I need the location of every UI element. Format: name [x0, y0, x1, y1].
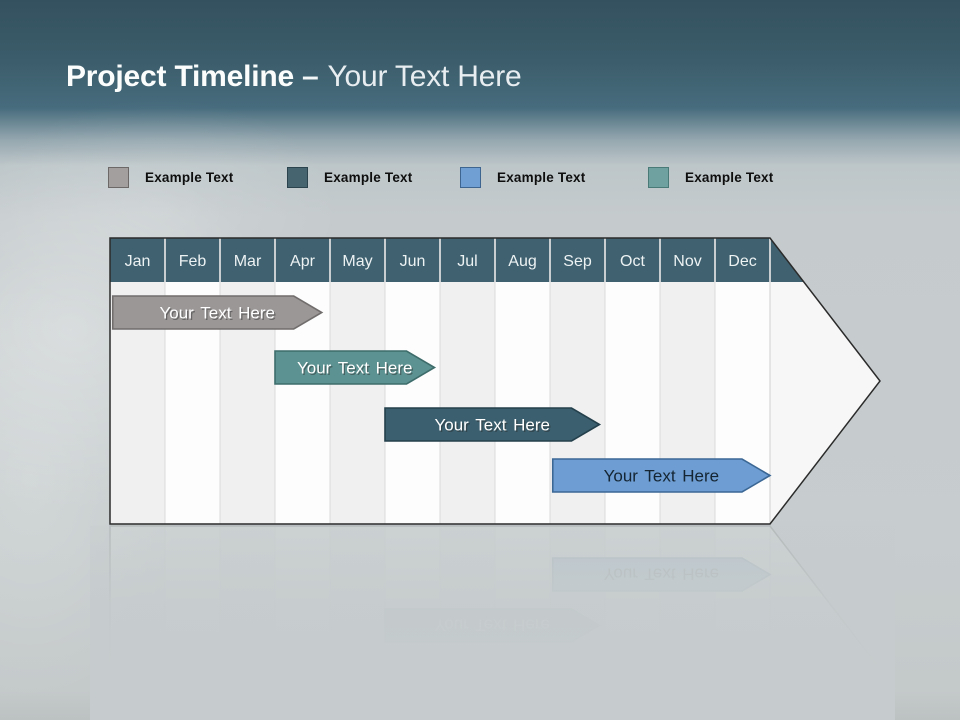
month-label: Nov — [673, 253, 701, 270]
legend-swatch — [648, 167, 669, 188]
slide-title-separator: – — [302, 60, 319, 93]
month-label: Feb — [179, 253, 207, 270]
slide-title: Project Timeline–Your Text Here — [66, 59, 522, 95]
month-label: Jan — [125, 253, 151, 270]
month-column-stripe — [385, 282, 440, 524]
month-label: Dec — [728, 253, 756, 270]
timeline-bar-label[interactable]: Your Text Here — [434, 416, 550, 435]
month-column-stripe — [440, 282, 495, 524]
legend-item[interactable]: Example Text — [460, 167, 585, 188]
month-column-stripe — [495, 282, 550, 524]
month-header-row: Jan Feb Mar Apr May Jun Jul Aug Sep Oct … — [125, 253, 757, 270]
legend-swatch — [287, 167, 308, 188]
month-column-stripe — [330, 282, 385, 524]
month-header-band — [110, 238, 804, 282]
timeline-bar-label[interactable]: Your Text Here — [297, 359, 413, 378]
timeline-bar-label[interactable]: Your Text Here — [159, 304, 275, 323]
slide-title-bold: Project Timeline — [66, 60, 294, 93]
timeline-bar-label[interactable]: Your Text Here — [604, 467, 720, 486]
month-label: Sep — [563, 253, 592, 270]
timeline-bar-label-shadow: Your Text Here — [161, 305, 277, 324]
timeline-shapes — [109, 237, 881, 525]
legend-label: Example Text — [685, 170, 774, 185]
month-label: Jun — [400, 253, 426, 270]
month-label: Jul — [457, 253, 477, 270]
timeline-bar[interactable] — [111, 295, 324, 330]
reflection-fade — [90, 525, 895, 720]
month-label: May — [342, 253, 372, 270]
timeline-bar[interactable] — [384, 407, 602, 442]
timeline-body: Jan Feb Mar Apr May Jun Jul Aug Sep Oct … — [109, 237, 881, 525]
month-label: Oct — [620, 253, 645, 270]
legend-swatch — [460, 167, 481, 188]
slide-title-placeholder[interactable]: Your Text Here — [327, 60, 522, 93]
month-label: Mar — [234, 253, 262, 270]
timeline-bar-label-shadow: Your Text Here — [436, 417, 552, 436]
legend-label: Example Text — [324, 170, 413, 185]
month-label: Aug — [508, 253, 536, 270]
timeline-arrow-outline — [109, 237, 881, 525]
month-label: Apr — [290, 253, 316, 270]
legend-item[interactable]: Example Text — [648, 167, 773, 188]
timeline-bar[interactable] — [551, 458, 772, 493]
legend-item[interactable]: Example Text — [287, 167, 412, 188]
legend-swatch — [108, 167, 129, 188]
timeline-bar[interactable] — [274, 350, 437, 385]
legend-label: Example Text — [497, 170, 586, 185]
timeline-bar-label-shadow: Your Text Here — [298, 360, 414, 379]
legend-label: Example Text — [145, 170, 234, 185]
legend-item[interactable]: Example Text — [108, 167, 233, 188]
